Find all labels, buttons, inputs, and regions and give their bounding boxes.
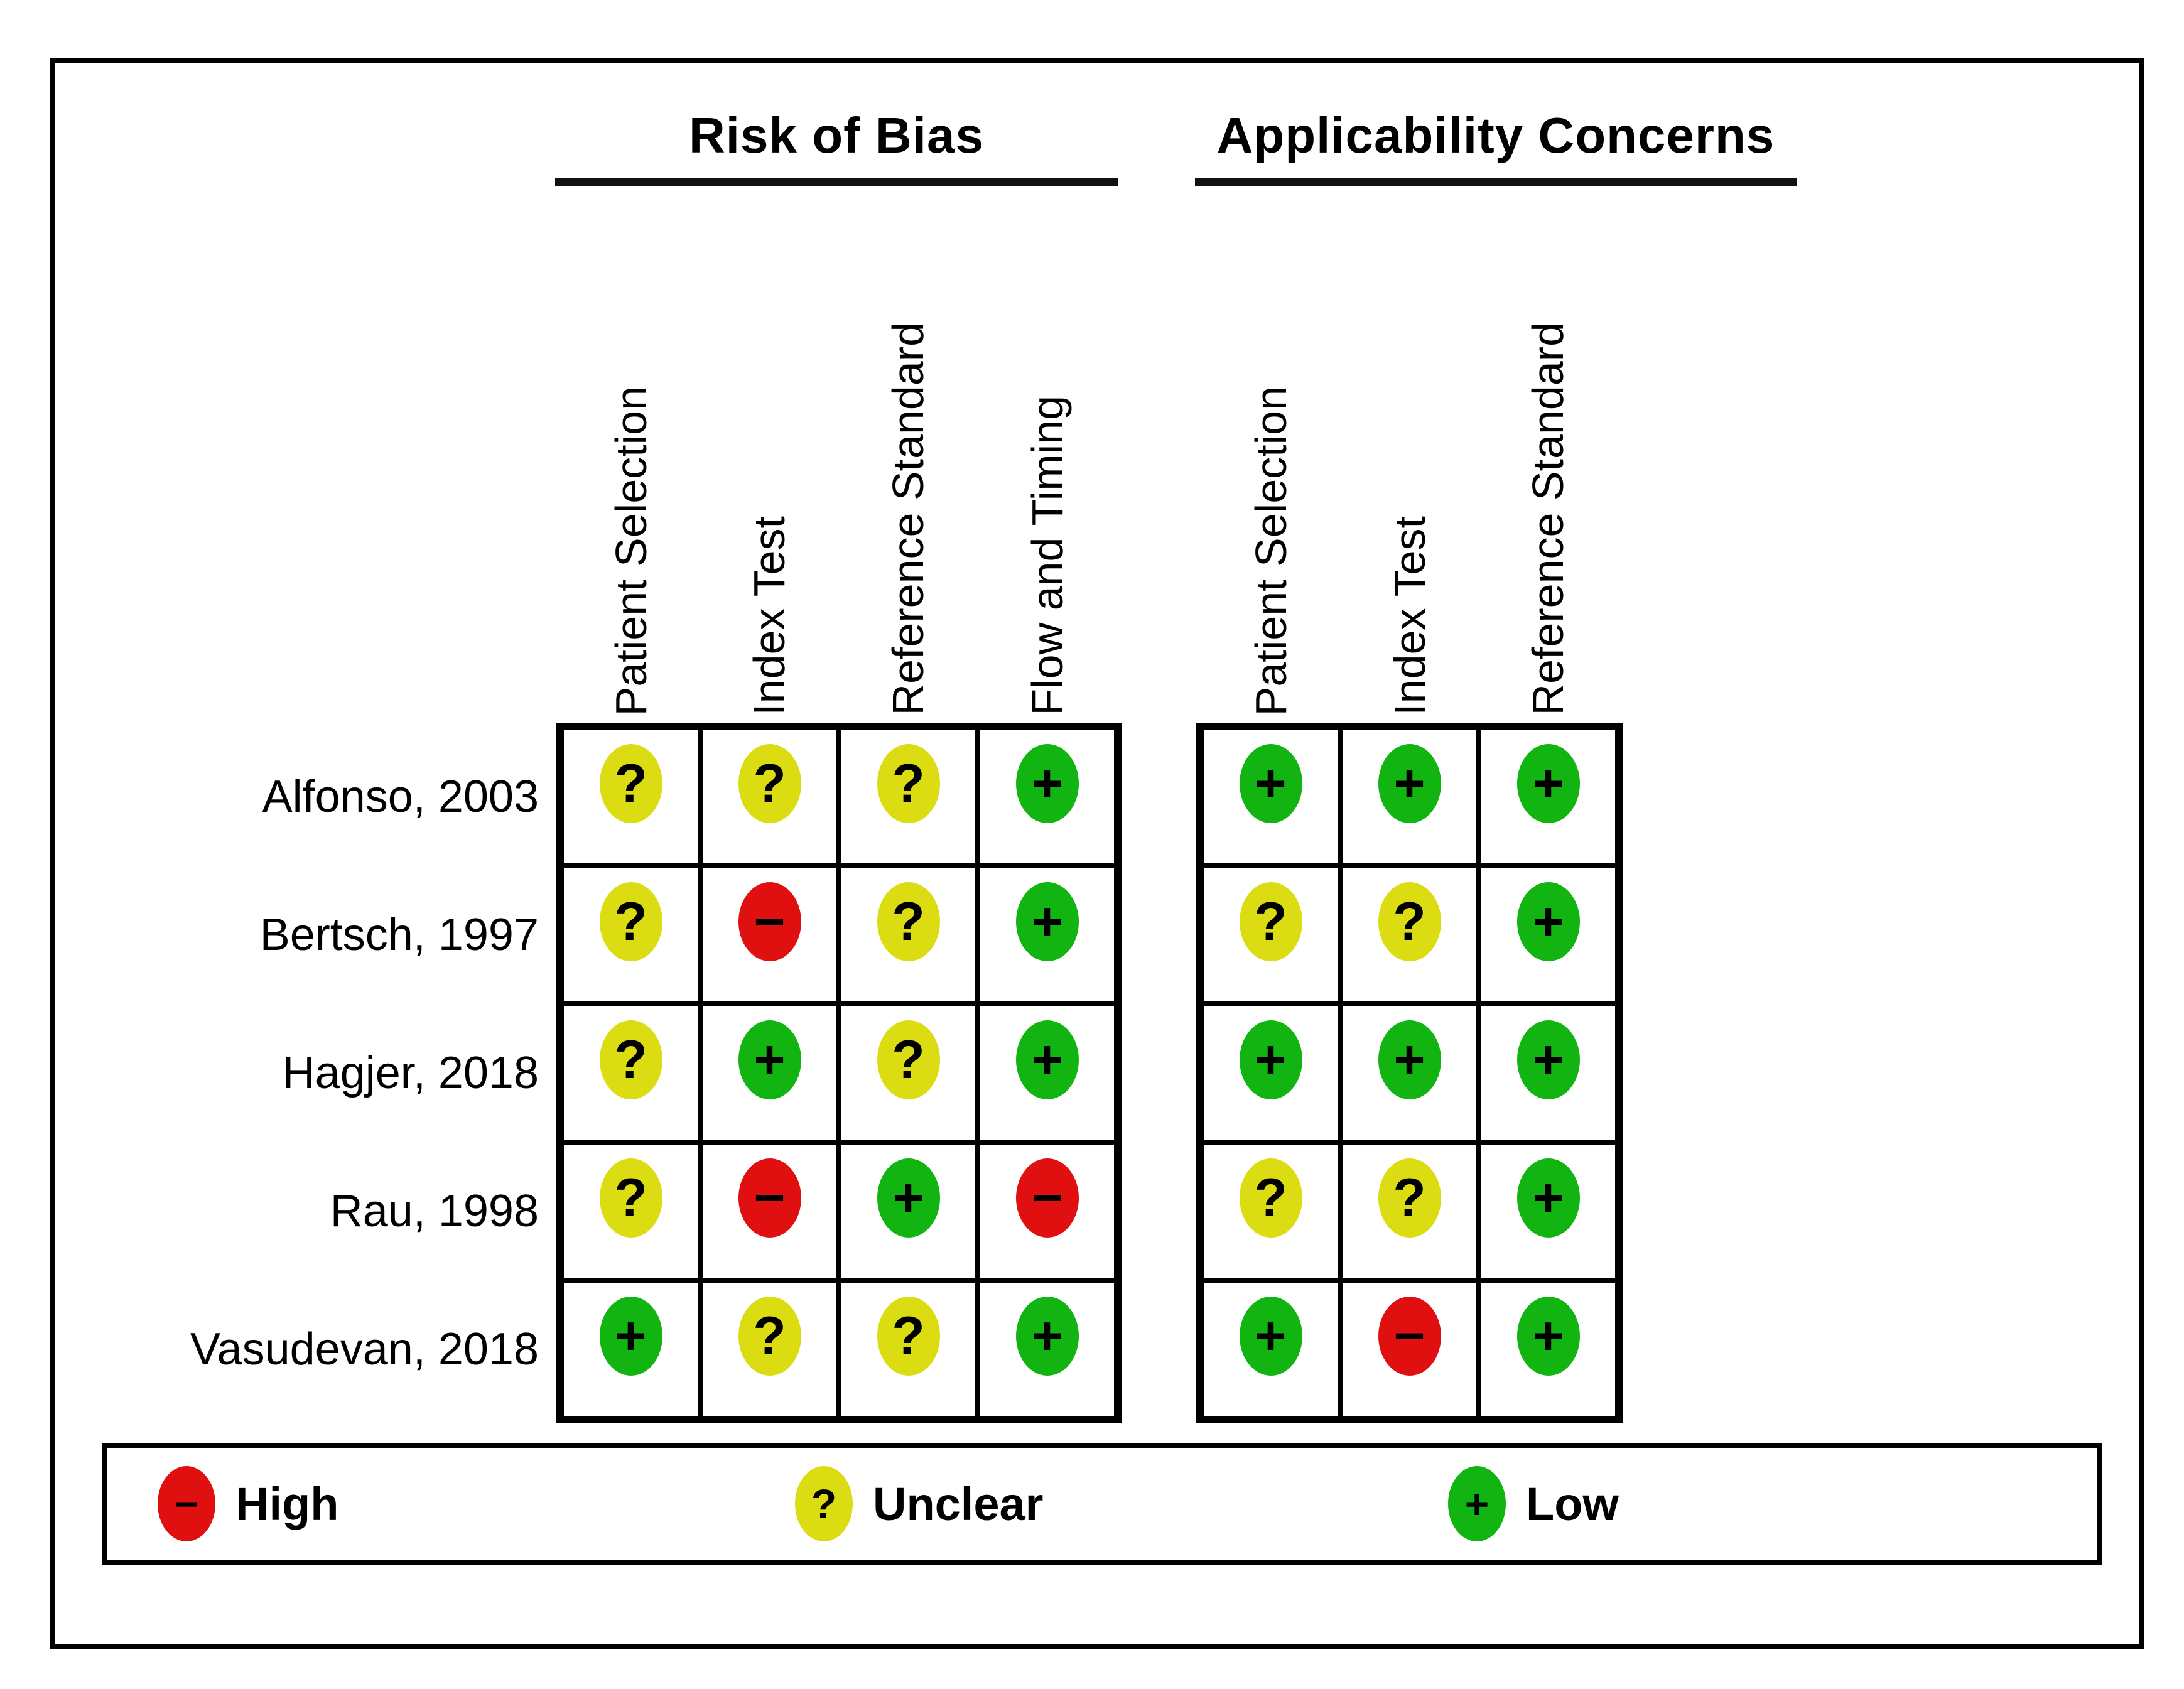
unclear-risk-icon: ? <box>795 1466 853 1541</box>
risk-of-bias-grid: ???+?−?+?+?+?−+−+??+ <box>556 723 1122 1423</box>
legend-item-high: − High <box>158 1466 338 1541</box>
legend-item-low: + Low <box>1448 1466 1619 1541</box>
rating-unclear-icon: ? <box>1378 882 1441 961</box>
rating-cell: ? <box>839 728 978 866</box>
rating-cell: + <box>1201 728 1340 866</box>
rating-high-icon: − <box>738 1158 801 1238</box>
high-risk-icon: − <box>158 1466 215 1541</box>
rating-cell: − <box>700 1142 839 1280</box>
rating-low-icon: + <box>877 1158 940 1238</box>
rating-cell: + <box>1479 866 1618 1004</box>
applicability-grid: +++??++++??++−+ <box>1196 723 1623 1423</box>
rating-low-icon: + <box>1015 744 1079 823</box>
rating-cell: ? <box>839 1280 978 1418</box>
rating-low-icon: + <box>1516 882 1580 961</box>
study-row-label: Bertsch, 1997 <box>259 910 539 960</box>
rating-low-icon: + <box>1015 1020 1079 1099</box>
rating-cell: ? <box>1340 1142 1479 1280</box>
rating-low-icon: + <box>1516 744 1580 823</box>
rating-cell: + <box>1340 1004 1479 1142</box>
rating-low-icon: + <box>1516 1297 1580 1376</box>
rating-cell: + <box>1201 1280 1340 1418</box>
rating-low-icon: + <box>1516 1158 1580 1238</box>
rating-cell: + <box>1340 728 1479 866</box>
study-row-label: Alfonso, 2003 <box>262 772 539 822</box>
rating-cell: + <box>1479 1004 1618 1142</box>
rob-col-reference-standard: Reference Standard <box>884 322 933 716</box>
rating-unclear-icon: ? <box>599 1020 662 1099</box>
rating-unclear-icon: ? <box>599 744 662 823</box>
rating-unclear-icon: ? <box>738 1297 801 1376</box>
rob-col-flow-and-timing: Flow and Timing <box>1023 396 1072 716</box>
study-row-label: Vasudevan, 2018 <box>190 1324 539 1374</box>
rating-low-icon: + <box>1239 1020 1302 1099</box>
rating-unclear-icon: ? <box>1239 882 1302 961</box>
low-risk-icon: + <box>1448 1466 1506 1541</box>
rating-unclear-icon: ? <box>877 882 940 961</box>
rating-cell: + <box>1479 1280 1618 1418</box>
rating-cell: ? <box>839 866 978 1004</box>
rating-high-icon: − <box>1015 1158 1079 1238</box>
legend-label-low: Low <box>1526 1477 1619 1530</box>
study-row-label: Hagjer, 2018 <box>282 1048 539 1098</box>
legend-label-unclear: Unclear <box>873 1477 1044 1530</box>
rating-unclear-icon: ? <box>877 744 940 823</box>
rating-unclear-icon: ? <box>1378 1158 1441 1238</box>
rating-cell: + <box>1479 728 1618 866</box>
rating-low-icon: + <box>1378 744 1441 823</box>
rating-cell: ? <box>561 728 700 866</box>
app-col-reference-standard: Reference Standard <box>1523 322 1572 716</box>
rating-cell: ? <box>839 1004 978 1142</box>
legend: − High ? Unclear + Low <box>102 1443 2102 1565</box>
rating-cell: + <box>1201 1004 1340 1142</box>
rating-cell: ? <box>561 1004 700 1142</box>
rating-cell: + <box>978 1280 1116 1418</box>
rob-col-index-test: Index Test <box>745 516 794 716</box>
applicability-concerns-title: Applicability Concerns <box>1195 107 1797 186</box>
rating-low-icon: + <box>599 1297 662 1376</box>
rating-high-icon: − <box>738 882 801 961</box>
rating-unclear-icon: ? <box>599 1158 662 1238</box>
rating-low-icon: + <box>1516 1020 1580 1099</box>
rating-cell: ? <box>1201 866 1340 1004</box>
rating-cell: − <box>978 1142 1116 1280</box>
rating-cell: + <box>978 1004 1116 1142</box>
rating-cell: ? <box>700 1280 839 1418</box>
rating-cell: ? <box>561 1142 700 1280</box>
rating-unclear-icon: ? <box>877 1020 940 1099</box>
rating-low-icon: + <box>1015 882 1079 961</box>
rating-cell: ? <box>700 728 839 866</box>
rating-unclear-icon: ? <box>738 744 801 823</box>
rating-cell: + <box>561 1280 700 1418</box>
legend-label-high: High <box>235 1477 339 1530</box>
rating-cell: + <box>978 728 1116 866</box>
rating-cell: ? <box>1201 1142 1340 1280</box>
rating-high-icon: − <box>1378 1297 1441 1376</box>
rating-low-icon: + <box>1239 1297 1302 1376</box>
study-row-label: Rau, 1998 <box>330 1186 539 1236</box>
rating-cell: + <box>700 1004 839 1142</box>
rating-low-icon: + <box>1239 744 1302 823</box>
rating-cell: + <box>1479 1142 1618 1280</box>
rating-unclear-icon: ? <box>877 1297 940 1376</box>
rating-unclear-icon: ? <box>1239 1158 1302 1238</box>
rating-cell: + <box>839 1142 978 1280</box>
legend-item-unclear: ? Unclear <box>795 1466 1043 1541</box>
figure-border <box>50 58 2144 1649</box>
rating-unclear-icon: ? <box>599 882 662 961</box>
rating-cell: − <box>700 866 839 1004</box>
rob-col-patient-selection: Patient Selection <box>607 386 656 716</box>
rating-cell: ? <box>1340 866 1479 1004</box>
rating-cell: ? <box>561 866 700 1004</box>
rating-cell: + <box>978 866 1116 1004</box>
rating-cell: − <box>1340 1280 1479 1418</box>
risk-of-bias-title: Risk of Bias <box>555 107 1118 186</box>
app-col-patient-selection: Patient Selection <box>1246 386 1295 716</box>
app-col-index-test: Index Test <box>1385 516 1434 716</box>
rating-low-icon: + <box>1378 1020 1441 1099</box>
rating-low-icon: + <box>1015 1297 1079 1376</box>
rating-low-icon: + <box>738 1020 801 1099</box>
